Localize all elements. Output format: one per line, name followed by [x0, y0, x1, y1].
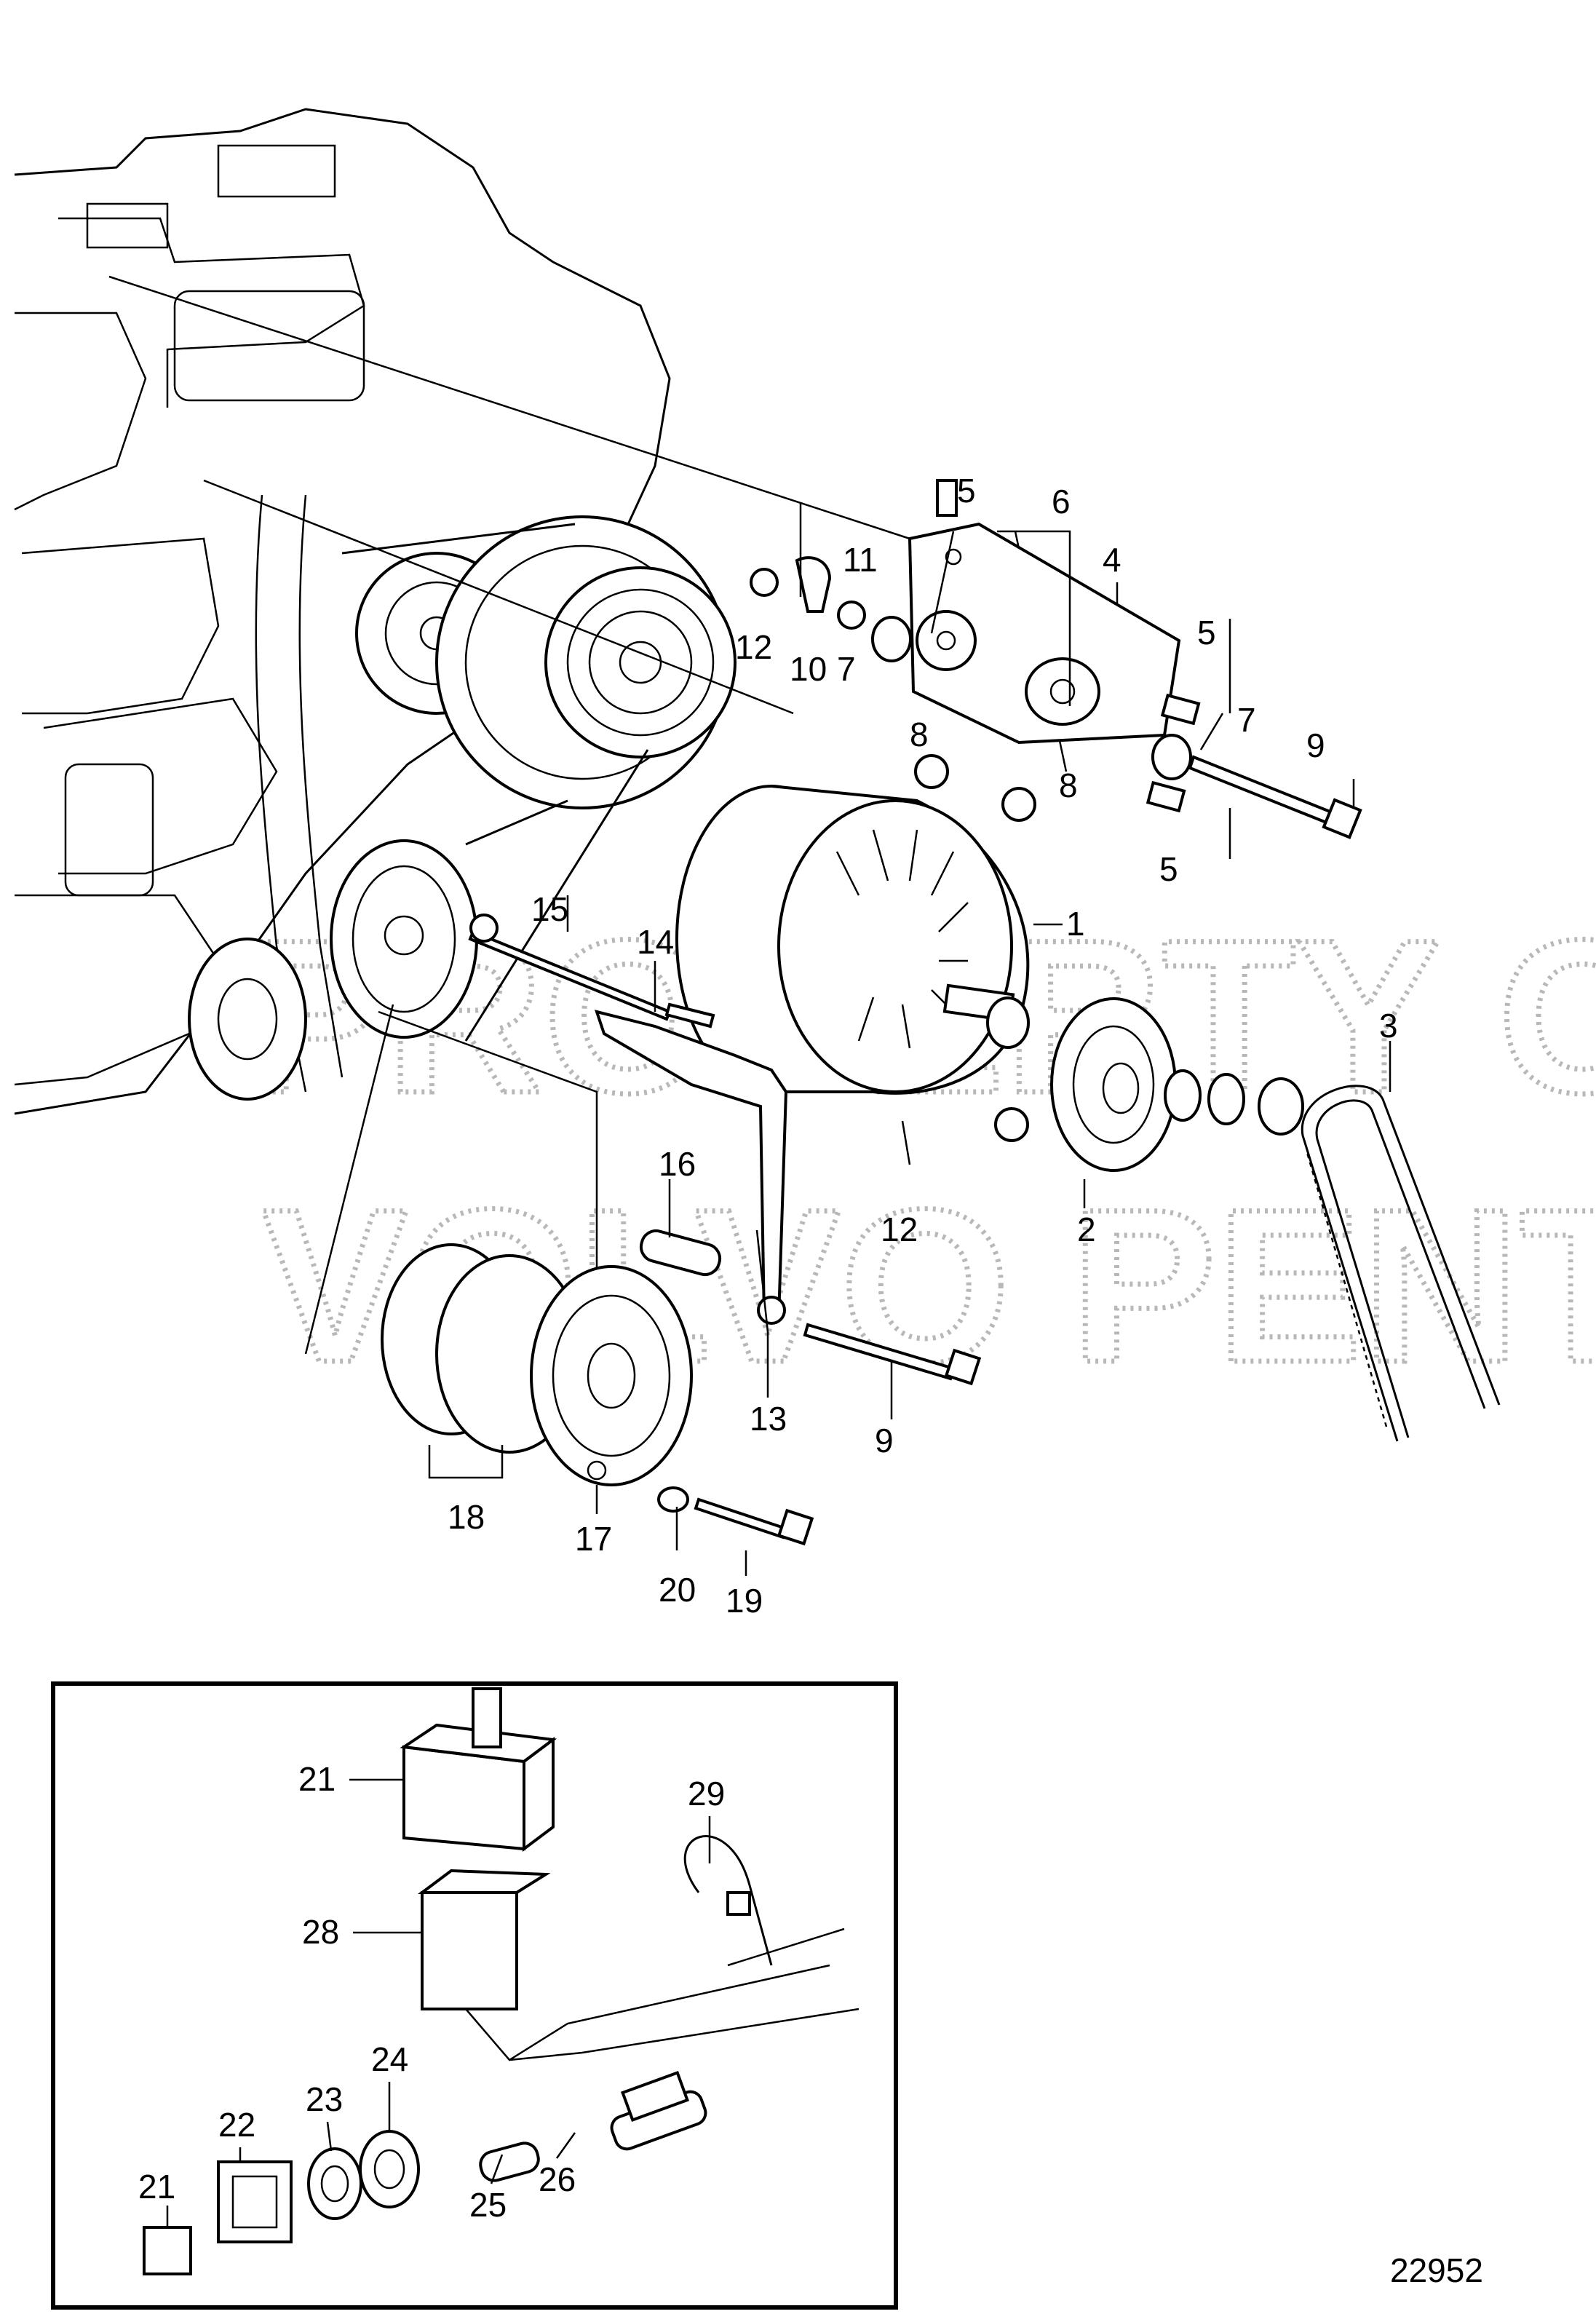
callout-5-right: 5 — [1197, 614, 1216, 651]
callout-7-left: 7 — [837, 650, 856, 688]
inset-leaders — [166, 1778, 711, 2227]
callout-9-bottom: 9 — [875, 1422, 894, 1459]
callout-6: 6 — [1052, 483, 1071, 520]
callout-18: 18 — [448, 1498, 485, 1536]
callout-5-top: 5 — [957, 472, 976, 510]
drive-belt — [1301, 1085, 1501, 1442]
alternator — [675, 785, 1030, 1142]
engine-block-drawing — [14, 108, 737, 1115]
callout-11: 11 — [843, 541, 878, 579]
crankshaft-pulley — [381, 1243, 814, 1546]
figure-number: 22952 — [1390, 2251, 1483, 2289]
callout-7-right: 7 — [1237, 701, 1256, 739]
relay-inset-box — [51, 1681, 898, 2310]
callout-2: 2 — [1077, 1210, 1096, 1248]
callout-leaders — [428, 502, 1391, 1576]
callout-21-upper: 21 — [298, 1760, 336, 1798]
callout-22: 22 — [218, 2106, 255, 2144]
callout-3: 3 — [1379, 1007, 1398, 1045]
callout-21-lower: 21 — [138, 2168, 175, 2206]
callout-19: 19 — [726, 1582, 763, 1620]
callout-15: 15 — [531, 890, 568, 928]
callout-20: 20 — [659, 1571, 696, 1609]
adjuster-arm — [468, 914, 982, 1386]
callout-14: 14 — [637, 923, 674, 961]
callout-12-bottom: 12 — [881, 1210, 918, 1248]
callout-4: 4 — [1103, 541, 1121, 579]
callout-26: 26 — [539, 2160, 576, 2198]
hardware — [750, 479, 1362, 839]
callout-24: 24 — [371, 2040, 408, 2078]
mounting-bracket — [908, 522, 1181, 745]
callout-5-bottom: 5 — [1159, 850, 1178, 888]
callout-16: 16 — [659, 1145, 696, 1183]
callout-10: 10 — [790, 650, 827, 688]
callout-29: 29 — [688, 1775, 725, 1812]
callout-12-top: 12 — [735, 628, 772, 666]
callout-23: 23 — [306, 2080, 343, 2118]
callout-28: 28 — [302, 1913, 339, 1951]
callout-8-left: 8 — [910, 716, 929, 753]
callout-labels: 1 2 3 4 5 5 5 6 7 7 8 8 9 9 10 11 12 12 … — [138, 472, 1483, 2289]
callout-1: 1 — [1066, 905, 1085, 943]
callout-25: 25 — [469, 2186, 507, 2224]
callout-8-right: 8 — [1059, 766, 1078, 804]
callout-13: 13 — [750, 1400, 787, 1438]
alternator-pulley — [1050, 997, 1304, 1172]
callout-17: 17 — [575, 1520, 612, 1558]
callout-9-top: 9 — [1306, 726, 1325, 764]
